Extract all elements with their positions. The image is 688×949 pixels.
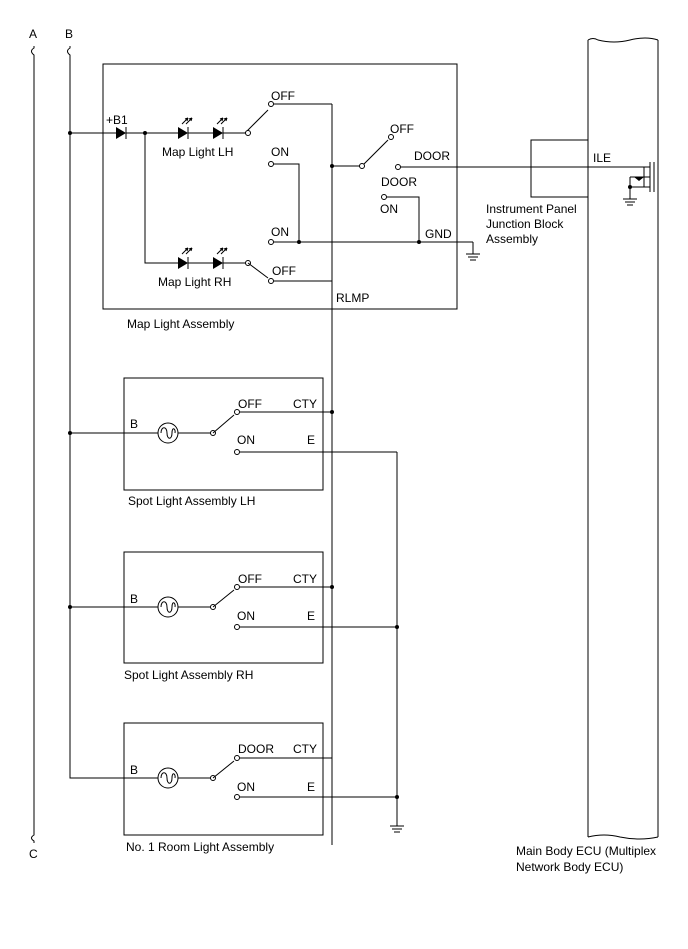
junction-block-box	[530, 139, 589, 198]
room-e-label: E	[307, 780, 315, 794]
room-light-label: No. 1 Room Light Assembly	[126, 840, 274, 854]
spot-lh-cty-label: CTY	[293, 397, 317, 411]
spot-rh-on-label: ON	[237, 609, 255, 623]
rail-a-bottom-label: C	[29, 847, 38, 861]
map-rh-on-label: ON	[271, 225, 289, 239]
ecu-label-line-2: Network Body ECU)	[516, 860, 623, 874]
spot-rh-label: Spot Light Assembly RH	[124, 668, 253, 682]
room-on-label: ON	[237, 780, 255, 794]
rail-b: B	[65, 27, 127, 779]
ile-label: ILE	[593, 151, 611, 165]
rail-a: A C	[29, 27, 38, 861]
spot-lh-e-label: E	[307, 433, 315, 447]
door-terminal-label: DOOR	[414, 149, 450, 163]
map-light-assembly: Map Light Assembly +B1 Map Light LH OFF	[68, 63, 650, 845]
spot-lh-on-label: ON	[237, 433, 255, 447]
spot-lh-off-label: OFF	[238, 397, 262, 411]
door-position-label: DOOR	[381, 175, 417, 189]
b1-label: +B1	[106, 113, 128, 127]
e-ground-icon	[390, 825, 404, 833]
room-b-label: B	[130, 763, 138, 777]
rail-a-top-label: A	[29, 27, 37, 41]
room-bulb-icon	[157, 767, 179, 789]
rlmp-label: RLMP	[336, 291, 369, 305]
rail-b-top-label: B	[65, 27, 73, 41]
map-light-assembly-label: Map Light Assembly	[127, 317, 234, 331]
map-rh-off-label: OFF	[272, 264, 296, 278]
spot-lh-b-label: B	[130, 417, 138, 431]
ground-icon	[466, 242, 480, 261]
room-door-label: DOOR	[238, 742, 274, 756]
e-ground-bus	[390, 452, 404, 833]
room-light-assembly: No. 1 Room Light Assembly B DOOR CTY ON …	[123, 722, 399, 854]
ecu-ground-icon	[623, 198, 637, 206]
main-body-ecu: Main Body ECU (Multiplex Network Body EC…	[516, 37, 659, 874]
junction-label-line-2: Junction Block	[486, 217, 564, 231]
junction-label-line-1: Instrument Panel	[486, 202, 577, 216]
door-switch-off-label: OFF	[390, 122, 414, 136]
map-light-rh-led-icon	[178, 247, 228, 269]
room-cty-label: CTY	[293, 742, 317, 756]
spot-rh-cty-label: CTY	[293, 572, 317, 586]
b1-diode-icon	[116, 127, 127, 139]
junction-label-line-3: Assembly	[486, 232, 538, 246]
gnd-label: GND	[425, 227, 452, 241]
spot-rh-e-label: E	[307, 609, 315, 623]
ecu-label-line-1: Main Body ECU (Multiplex	[516, 844, 656, 858]
spot-lh-label: Spot Light Assembly LH	[128, 494, 255, 508]
map-light-lh-label: Map Light LH	[162, 145, 233, 159]
map-light-lh-led-icon	[178, 117, 228, 139]
junction-block: ILE Instrument Panel Junction Block Asse…	[486, 139, 611, 246]
map-light-assembly-box	[102, 63, 458, 310]
spot-rh-off-label: OFF	[238, 572, 262, 586]
spot-light-lh-assembly: Spot Light Assembly LH B OFF CTY ON E	[68, 377, 397, 508]
door-on-label: ON	[380, 202, 398, 216]
map-lh-off-label: OFF	[271, 89, 295, 103]
map-light-rh-label: Map Light RH	[158, 275, 231, 289]
transistor-icon	[628, 162, 655, 199]
map-lh-on-label: ON	[271, 145, 289, 159]
spot-light-rh-assembly: Spot Light Assembly RH B OFF CTY ON E	[68, 551, 399, 682]
spot-rh-b-label: B	[130, 592, 138, 606]
spot-rh-bulb-icon	[157, 596, 179, 618]
spot-lh-bulb-icon	[157, 422, 179, 444]
